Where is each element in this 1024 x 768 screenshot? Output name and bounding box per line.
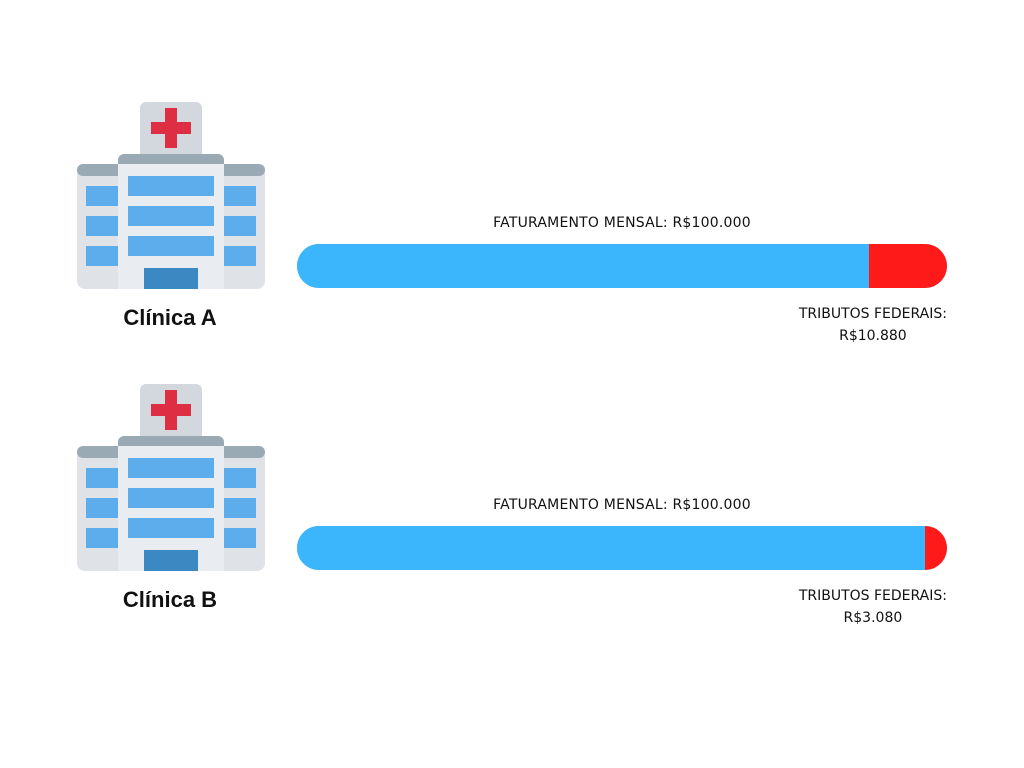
hospital-icon	[76, 100, 266, 292]
revenue-label: FATURAMENTO MENSAL: R$100.000	[493, 215, 751, 231]
revenue-bar-track	[297, 244, 947, 288]
clinic-row-a: Clínica A FATURAMENTO MENSAL: R$100.000 …	[0, 100, 1024, 360]
tax-label-title: TRIBUTOS FEDERAIS:	[798, 306, 947, 322]
tax-label-value: R$3.080	[843, 610, 903, 626]
revenue-label: FATURAMENTO MENSAL: R$100.000	[493, 497, 751, 513]
tax-label: TRIBUTOS FEDERAIS: R$3.080	[799, 585, 947, 629]
clinic-name: Clínica B	[122, 587, 218, 612]
hospital-icon	[76, 382, 266, 574]
tax-bar	[925, 526, 947, 570]
revenue-bar	[297, 526, 925, 570]
tax-label: TRIBUTOS FEDERAIS: R$10.880	[799, 303, 947, 347]
clinic-row-b: Clínica B FATURAMENTO MENSAL: R$100.000 …	[0, 382, 1024, 642]
revenue-bar-track	[297, 526, 947, 570]
revenue-bar	[297, 244, 869, 288]
clinic-name: Clínica A	[123, 305, 217, 330]
tax-bar	[869, 244, 947, 288]
tax-label-value: R$10.880	[839, 328, 907, 344]
tax-label-title: TRIBUTOS FEDERAIS:	[798, 588, 947, 604]
